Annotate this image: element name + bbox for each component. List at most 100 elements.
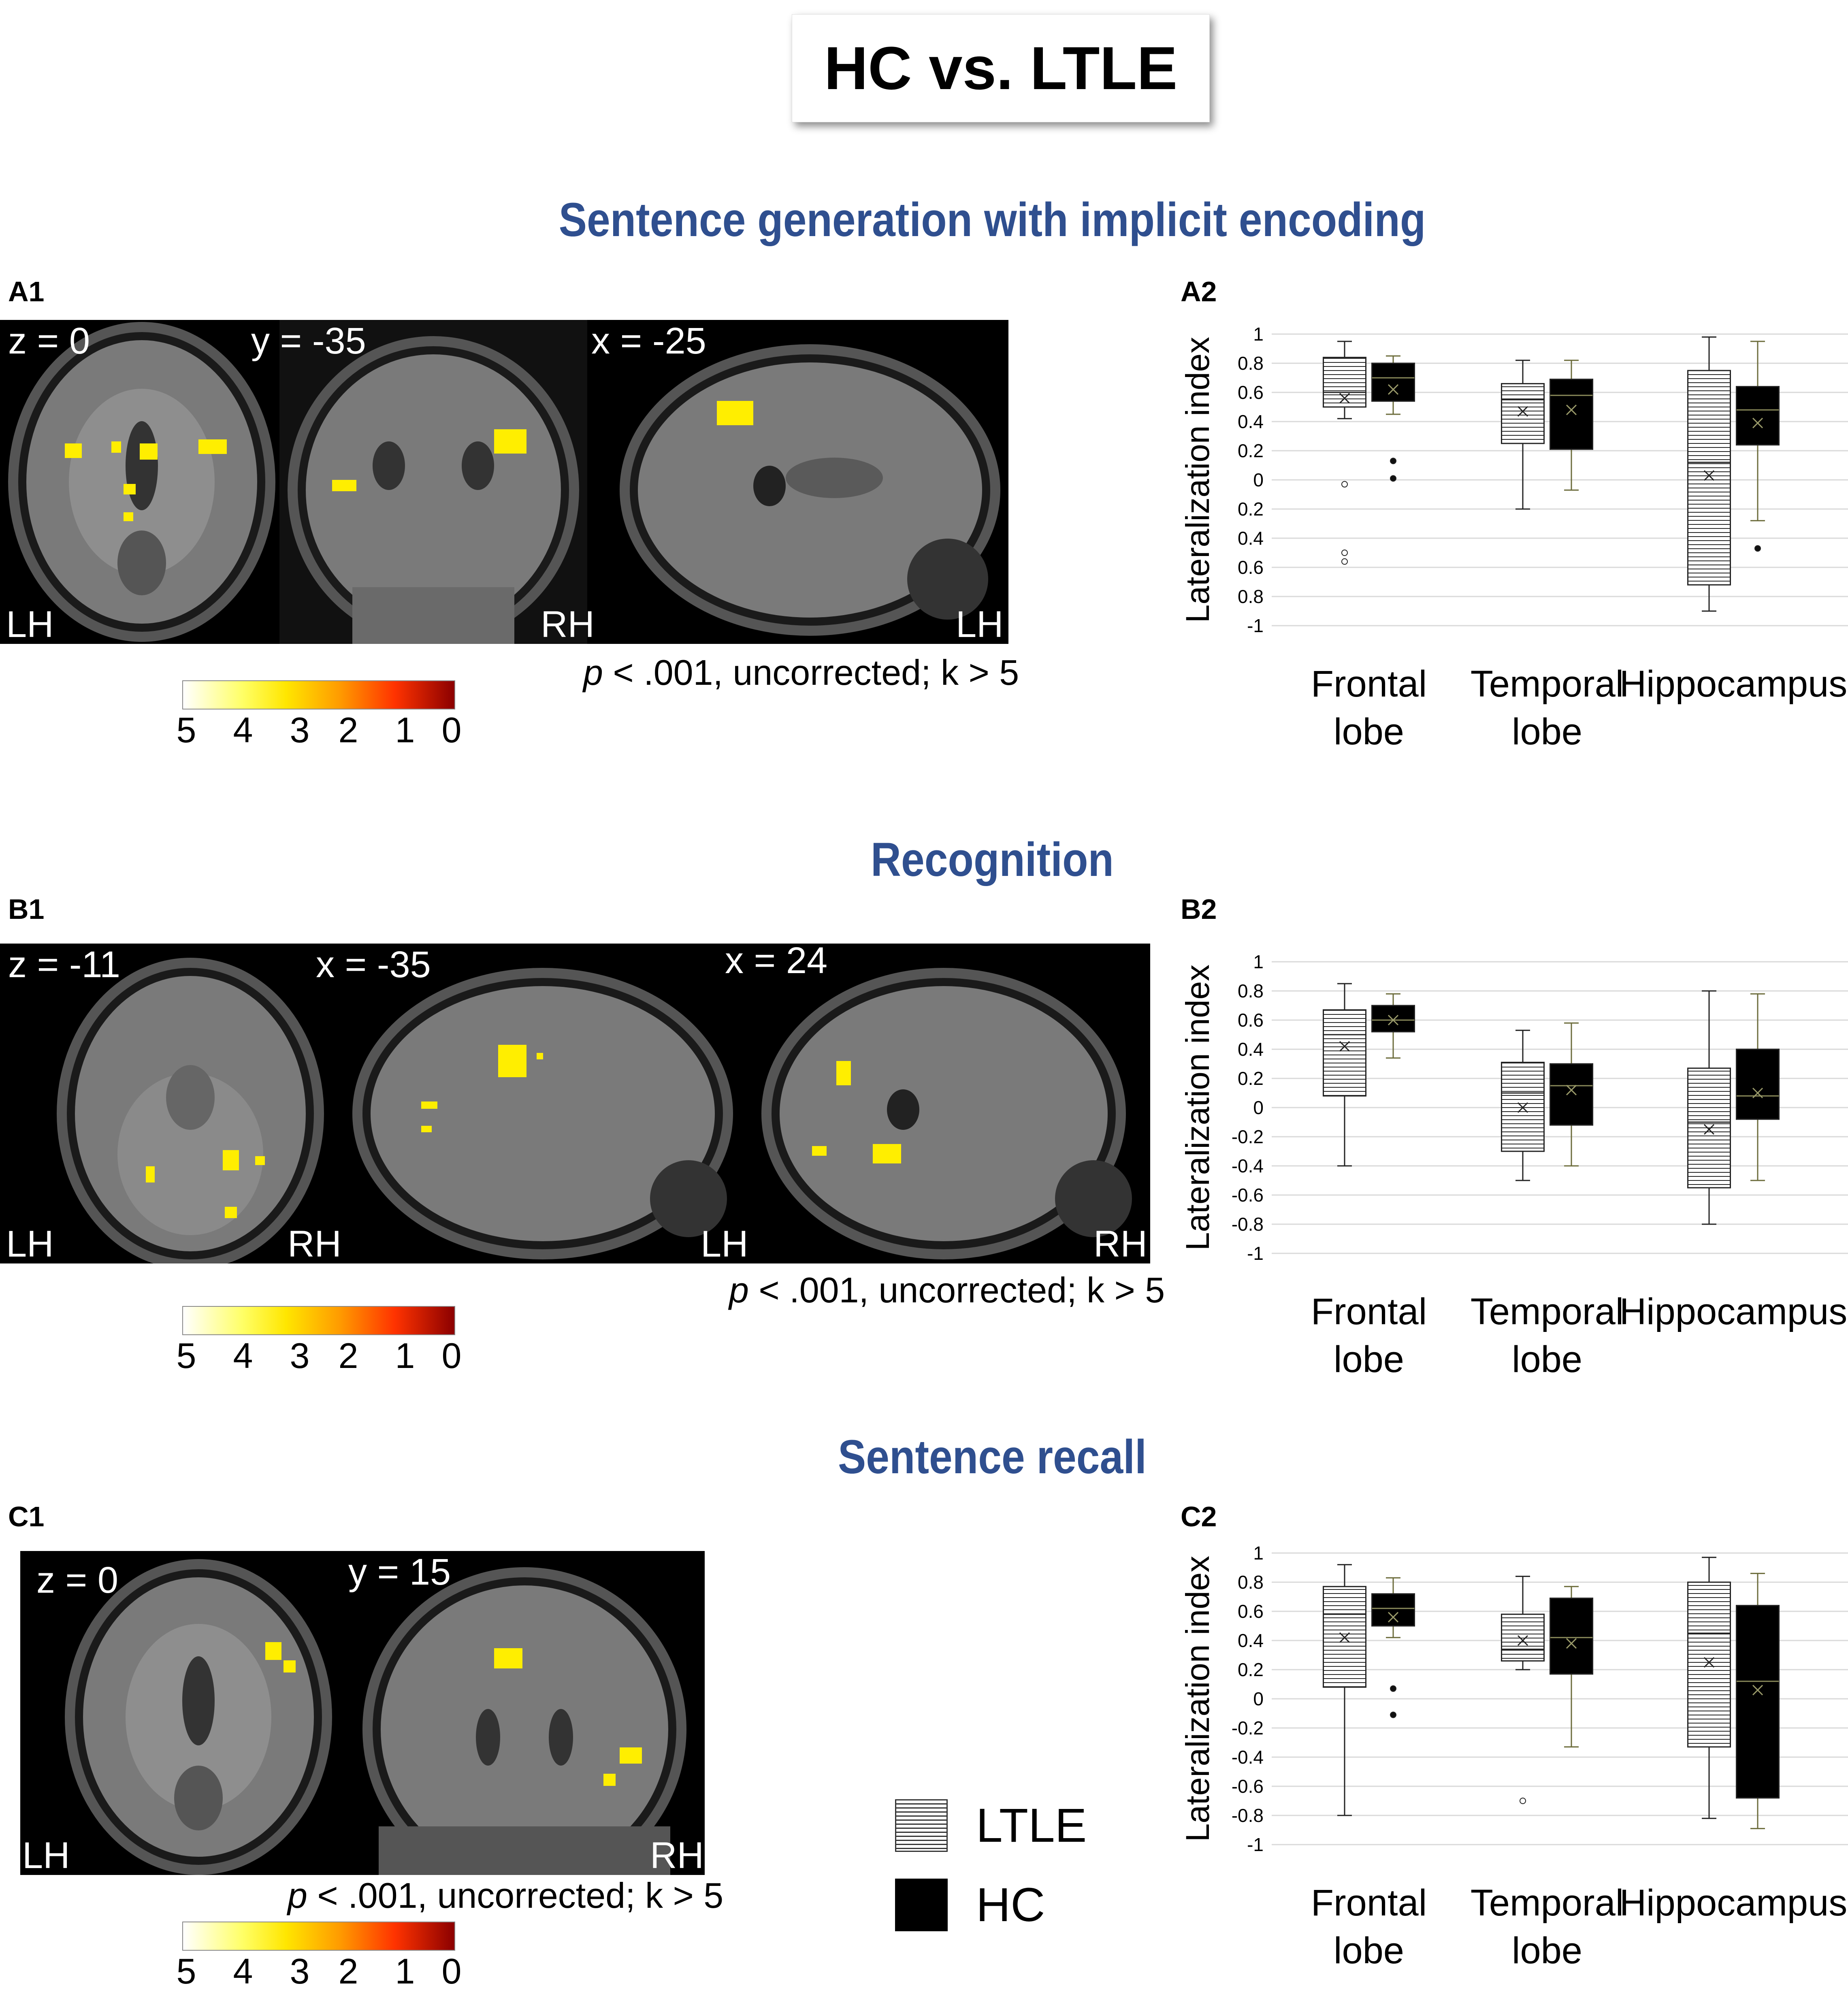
y-tick-label: 0.6: [1238, 382, 1264, 403]
panel-label-a2: A2: [1181, 276, 1217, 307]
box-hc: [1736, 1605, 1780, 1799]
slice-coord: z = 0: [36, 1560, 119, 1601]
box-outlier: [1754, 545, 1761, 552]
y-tick-label: -1: [1247, 1243, 1264, 1264]
hemisphere-label: RH: [541, 604, 595, 645]
y-tick-label: 0.4: [1238, 1039, 1264, 1060]
brain-sagittal-slice: [761, 968, 1132, 1259]
y-tick-label: 0.8: [1238, 586, 1264, 607]
section-title-a: Sentence generation with implicit encodi…: [558, 193, 1426, 247]
activation-blob: [146, 1166, 155, 1182]
brain-axial-slice: [65, 1559, 332, 1875]
y-tick-label: 0.2: [1238, 440, 1264, 461]
category-label: Temporal: [1471, 1291, 1624, 1332]
category-label: lobe: [1512, 1339, 1582, 1380]
box-hc: [1736, 386, 1780, 446]
y-tick-label: 0: [1253, 469, 1264, 490]
activation-blob: [223, 1150, 239, 1170]
y-tick-label: -0.6: [1232, 1776, 1264, 1797]
box-mean-marker: [1388, 384, 1399, 395]
category-label: Frontal: [1311, 663, 1427, 705]
hemisphere-label: LH: [6, 1223, 54, 1265]
box-mean-marker: [1388, 1612, 1399, 1623]
box-outlier: [1390, 475, 1396, 482]
box-mean-marker: [1339, 1041, 1350, 1052]
box-plot-c2: 10.80.60.40.20-0.2-0.4-0.6-0.8-1Laterali…: [1179, 1542, 1848, 1971]
brain-slices-b1: z = -11 x = -35 x = 24 LH RH LH RH: [0, 940, 1150, 1265]
panel-label-b1: B1: [8, 893, 45, 925]
box-mean-marker: [1566, 405, 1577, 415]
activation-blob: [65, 443, 82, 458]
panel-label-c2: C2: [1181, 1501, 1217, 1532]
section-title-b: Recognition: [871, 833, 1114, 886]
hemisphere-label: LH: [956, 604, 1004, 645]
y-tick-label: -0.4: [1232, 1155, 1264, 1176]
activation-blob: [836, 1061, 851, 1085]
y-tick-label: 0.6: [1238, 1010, 1264, 1031]
colorbar-a: 5 4 3 2 1 0: [177, 680, 474, 750]
category-label: lobe: [1512, 1930, 1582, 1971]
hemisphere-label: RH: [288, 1223, 341, 1265]
box-mean-marker: [1517, 406, 1528, 417]
box-mean-marker: [1388, 1014, 1399, 1026]
box-plot-a2: 10.80.60.40.200.20.40.60.8-1Lateralizati…: [1179, 324, 1848, 752]
y-tick-label: -0.2: [1232, 1126, 1264, 1147]
section-title-c: Sentence recall: [838, 1430, 1147, 1484]
slice-coord: x = -35: [316, 944, 431, 985]
main-title-box: HC vs. LTLE: [792, 14, 1210, 122]
activation-blob: [494, 1648, 522, 1668]
box-ltle: [1501, 383, 1545, 444]
category-label: Frontal: [1311, 1291, 1427, 1332]
y-tick-label: 0.2: [1238, 499, 1264, 520]
y-tick-label: 0.4: [1238, 1630, 1264, 1651]
category-label: lobe: [1334, 1339, 1404, 1380]
category-label: lobe: [1334, 711, 1404, 752]
activation-blob: [265, 1642, 281, 1660]
box-outlier: [1341, 558, 1348, 565]
box-hc: [1736, 1048, 1780, 1120]
slice-coord: x = -25: [591, 320, 706, 362]
box-outlier: [1341, 550, 1348, 556]
brain-coronal-slice: [279, 320, 587, 644]
box-hc: [1371, 362, 1415, 402]
colorbar-ticks: 5 4 3 2 1 0: [176, 1336, 462, 1376]
box-mean-marker: [1703, 470, 1715, 481]
colorbar-gradient: [182, 1922, 455, 1951]
category-label: Hippocampus: [1620, 1291, 1848, 1332]
activation-blob: [283, 1660, 296, 1672]
panel-label-c1: C1: [8, 1501, 45, 1532]
category-label: Temporal: [1471, 663, 1624, 705]
box-mean-marker: [1339, 1632, 1350, 1643]
y-tick-label: 0: [1253, 1688, 1264, 1709]
brain-slices-a1: z = 0 y = -35 x = -25 LH RH LH: [0, 320, 1008, 645]
activation-blob: [537, 1053, 543, 1059]
activation-blob: [421, 1101, 437, 1109]
main-title: HC vs. LTLE: [824, 34, 1178, 102]
box-hc: [1550, 1063, 1593, 1126]
box-outlier: [1390, 1711, 1396, 1718]
colorbar-ticks: 5 4 3 2 1 0: [176, 1951, 462, 1991]
box-ltle: [1501, 1613, 1545, 1662]
y-tick-label: 0.6: [1238, 557, 1264, 578]
panel-label-b2: B2: [1181, 893, 1217, 925]
colorbar-gradient: [182, 680, 455, 709]
brain-svg-a1: [8, 320, 1000, 644]
box-ltle: [1323, 357, 1366, 408]
box-ltle: [1687, 370, 1731, 586]
brain-svg-b1: [57, 958, 1132, 1263]
box-ltle: [1687, 1581, 1731, 1748]
legend-swatch-hc: [895, 1879, 948, 1931]
activation-blob: [225, 1207, 237, 1218]
box-mean-marker: [1703, 1124, 1715, 1135]
category-label: Hippocampus: [1620, 1882, 1848, 1924]
category-label: Frontal: [1311, 1882, 1427, 1924]
hemisphere-label: LH: [701, 1223, 748, 1265]
colorbar-gradient: [182, 1306, 455, 1335]
y-tick-label: 1: [1253, 324, 1264, 345]
brain-axial-slice: [8, 322, 275, 642]
brain-sagittal-slice: [620, 344, 1000, 636]
activation-blob: [717, 401, 753, 425]
hemisphere-label: LH: [22, 1835, 70, 1876]
brain-axial-slice: [57, 958, 324, 1263]
box-mean-marker: [1752, 1087, 1763, 1099]
